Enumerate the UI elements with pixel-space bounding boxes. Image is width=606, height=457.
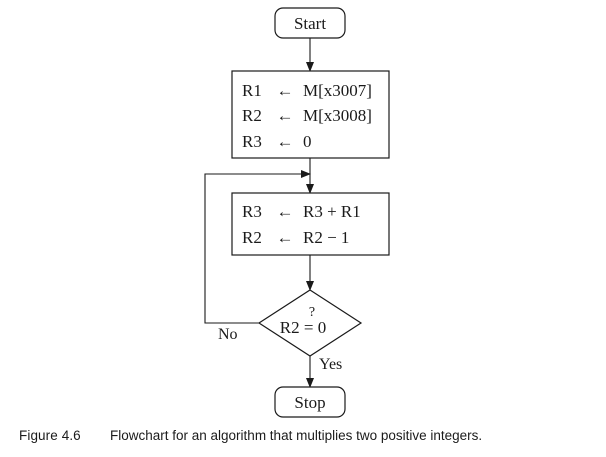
flowchart: Start R1 ← M[x3007] R2 ← M[x3008] R3 ← 0: [204, 7, 390, 418]
decision-diamond: ? R2 = 0: [257, 289, 363, 357]
figure-number: Figure 4.6: [19, 428, 81, 443]
decision-condition: R2 = 0: [280, 318, 326, 337]
assign-arrow-glyph: ←: [277, 106, 294, 125]
init-row: R3 ← 0: [242, 132, 312, 151]
init-block: R1 ← M[x3007] R2 ← M[x3008] R3 ← 0: [231, 70, 390, 159]
assign-arrow-glyph: ←: [277, 132, 294, 151]
register-label: R3: [242, 202, 262, 221]
assign-arrow-glyph: ←: [277, 202, 294, 221]
loop-row: R3 ← R3 + R1: [242, 202, 361, 221]
assign-arrow-glyph: ←: [277, 81, 294, 100]
loop-row: R2 ← R2 − 1: [242, 228, 349, 247]
assign-expression: 0: [303, 132, 312, 151]
register-label: R3: [242, 132, 262, 151]
no-label: No: [218, 326, 238, 343]
assign-expression: R3 + R1: [303, 202, 361, 221]
yes-label: Yes: [319, 356, 342, 373]
assign-expression: M[x3008]: [303, 106, 372, 125]
register-label: R1: [242, 81, 262, 100]
loop-body-block: R3 ← R3 + R1 R2 ← R2 − 1: [231, 192, 390, 256]
assign-expression: R2 − 1: [303, 228, 349, 247]
assign-expression: M[x3007]: [303, 81, 372, 100]
figure-caption: Flowchart for an algorithm that multipli…: [110, 428, 483, 443]
register-label: R2: [242, 106, 262, 125]
stop-terminal: Stop: [274, 386, 346, 418]
stop-label: Stop: [294, 393, 325, 412]
register-label: R2: [242, 228, 262, 247]
init-row: R2 ← M[x3008]: [242, 106, 372, 125]
start-label: Start: [294, 14, 326, 33]
start-terminal: Start: [274, 7, 346, 39]
no-branch-loop-line: [204, 170, 311, 324]
question-mark: ?: [309, 305, 315, 320]
init-row: R1 ← M[x3007]: [242, 81, 372, 100]
assign-arrow-glyph: ←: [277, 228, 294, 247]
